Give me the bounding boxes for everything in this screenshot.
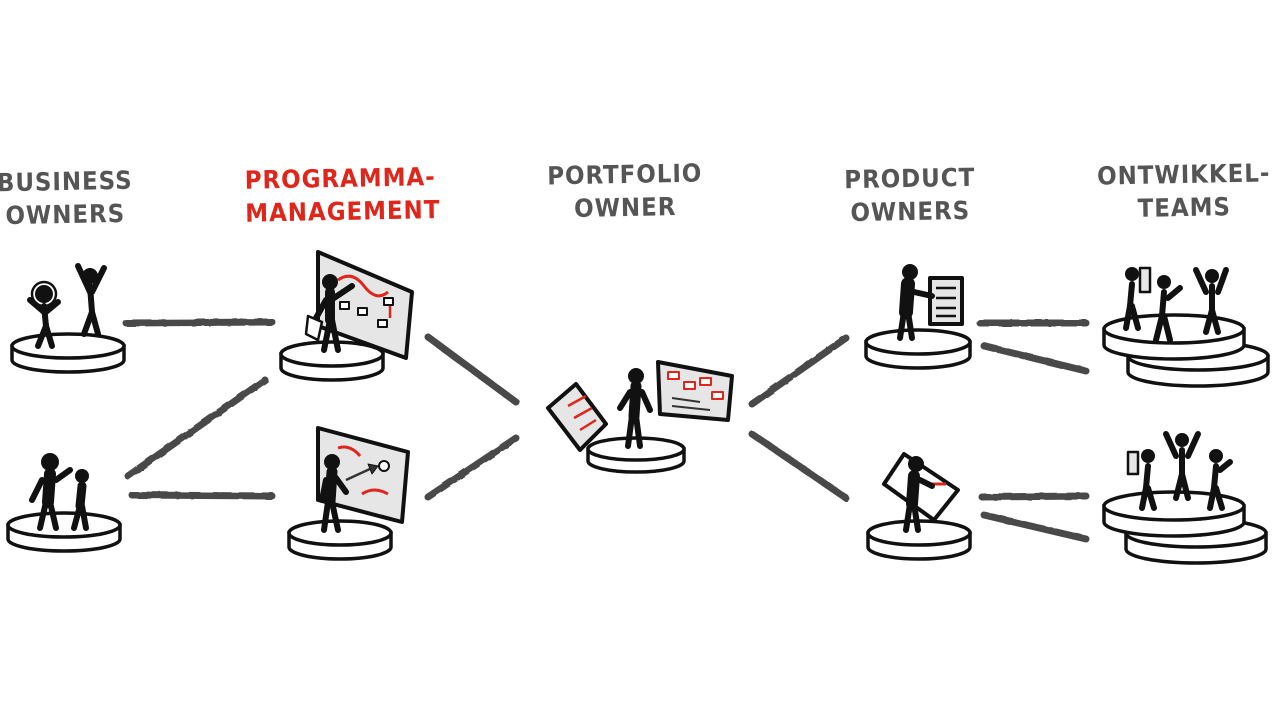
figures xyxy=(27,263,1233,533)
label-portfolio-owner-line2: OWNER xyxy=(573,192,677,223)
platform-bo-bottom xyxy=(6,511,122,553)
connector-po-bottom-team-bottom-2 xyxy=(980,511,1090,543)
boards xyxy=(316,250,964,524)
connector-pm-bottom-portfolio xyxy=(424,434,520,501)
person-holding-backlog-icon xyxy=(897,264,935,341)
label-ontwikkel-teams-line1: ONTWIKKEL- xyxy=(1096,158,1271,191)
platform-portfolio xyxy=(586,436,686,474)
label-product-owners-line2: OWNERS xyxy=(850,195,971,228)
person-with-documents-icon xyxy=(617,368,653,449)
label-programma-management: PROGRAMMA- MANAGEMENT xyxy=(244,160,441,229)
connector-pm-top-portfolio xyxy=(424,333,520,406)
connector-po-top-team-top-2 xyxy=(980,342,1090,375)
platform-pm-top xyxy=(279,340,385,382)
label-ontwikkel-teams: ONTWIKKEL- TEAMS xyxy=(1091,156,1276,225)
platform-pm-bottom xyxy=(287,519,393,561)
backlog-clipboard-icon xyxy=(928,276,964,326)
roadmap-board-icon xyxy=(316,426,410,524)
platform-po-bottom xyxy=(866,519,972,561)
person-writing-board-icon xyxy=(903,456,935,533)
connector-po-bottom-team-bottom-1 xyxy=(978,492,1090,501)
label-business-owners-line2: OWNERS xyxy=(5,198,126,231)
connector-lines xyxy=(122,318,1090,543)
label-product-owners: PRODUCT OWNERS xyxy=(817,160,1002,229)
label-business-owners: BUSINESS OWNERS xyxy=(0,163,158,232)
label-portfolio-owner: PORTFOLIO OWNER xyxy=(532,156,717,225)
planning-board-icon xyxy=(656,360,734,422)
two-people-cheering-icon xyxy=(27,263,107,349)
person-at-roadmap-board-icon xyxy=(319,454,349,533)
connector-portfolio-po-top xyxy=(748,334,850,408)
label-business-owners-line1: BUSINESS xyxy=(0,165,133,198)
connector-bo-top-pm-top xyxy=(122,318,276,327)
label-programma-management-line2: MANAGEMENT xyxy=(245,195,441,228)
platforms xyxy=(6,313,1270,565)
checklist-document-icon xyxy=(546,382,608,452)
connector-portfolio-po-bottom xyxy=(748,430,850,502)
label-product-owners-line1: PRODUCT xyxy=(844,162,976,195)
whiteboard-icon xyxy=(316,250,414,360)
team-celebrating-icon xyxy=(1123,266,1229,343)
adult-and-child-pointing-icon xyxy=(29,453,89,531)
platform-po-top xyxy=(864,328,972,370)
label-portfolio-owner-line1: PORTFOLIO xyxy=(546,158,703,191)
connector-bo-bottom-pm-bottom xyxy=(128,491,276,500)
platform-bo-top xyxy=(10,332,126,374)
platform-team-bottom xyxy=(1102,490,1268,565)
label-programma-management-line1: PROGRAMMA- xyxy=(244,162,436,195)
connector-bo-bottom-pm-top xyxy=(124,376,269,480)
team-with-tools-icon xyxy=(1126,431,1233,511)
label-ontwikkel-teams-line2: TEAMS xyxy=(1137,192,1232,223)
person-at-whiteboard-icon xyxy=(304,274,355,353)
